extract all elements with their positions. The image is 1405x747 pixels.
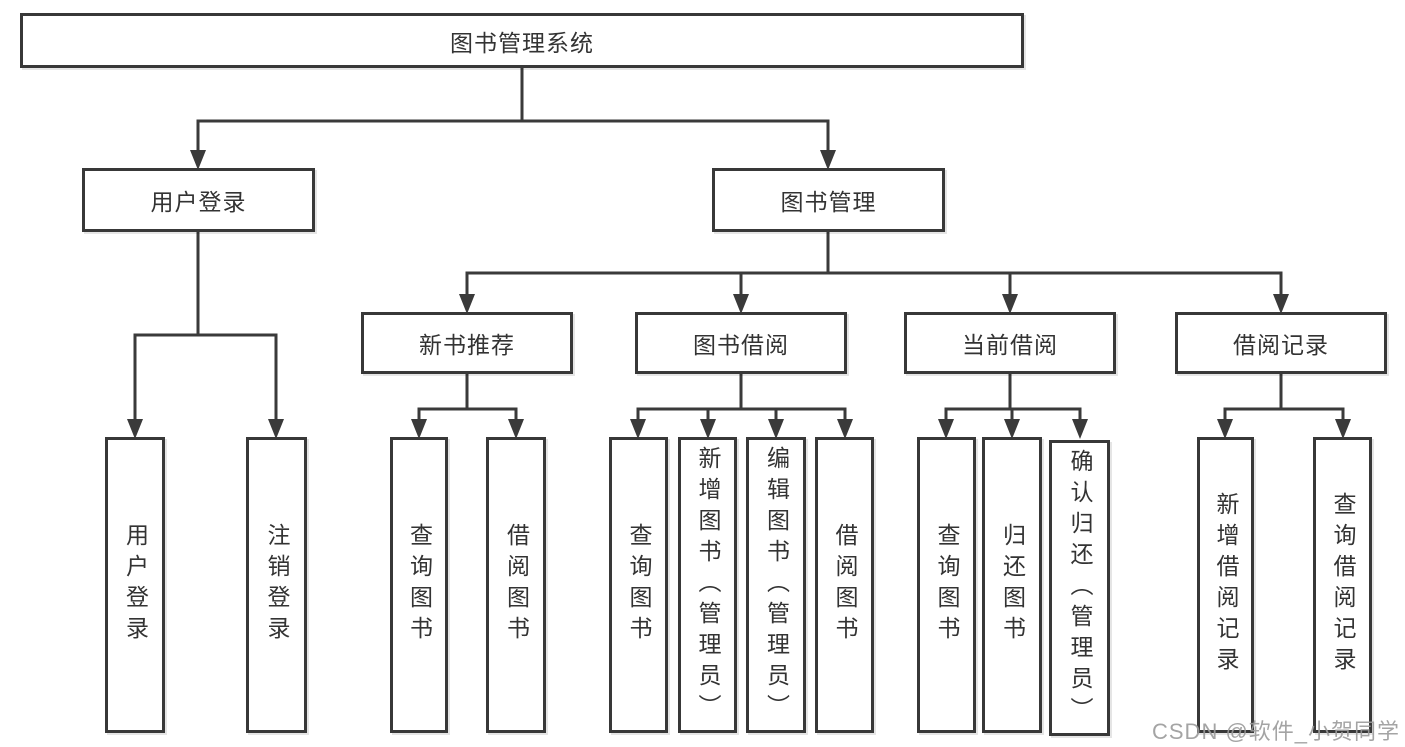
node-label: 归还图书 [999, 523, 1026, 647]
leaf-add-borrow-record: 新增借阅记录 [1197, 437, 1254, 733]
leaf-query-borrow-record: 查询借阅记录 [1313, 437, 1372, 733]
node-new-book-recommendation: 新书推荐 [361, 312, 573, 374]
node-label: 借阅图书 [832, 523, 858, 647]
node-book-borrowing: 图书借阅 [635, 312, 847, 374]
leaf-borrow-books-recommend: 借阅图书 [486, 437, 546, 733]
node-label: 借阅图书 [503, 523, 530, 647]
leaf-add-books-admin: 新增图书（管理员） [678, 437, 737, 733]
leaf-return-books: 归还图书 [982, 437, 1042, 733]
node-label: 用户登录 [122, 523, 149, 647]
node-label: 用户登录 [150, 189, 247, 215]
node-label: 查询图书 [406, 523, 433, 647]
node-label: 注销登录 [264, 523, 290, 647]
leaf-borrow-books: 借阅图书 [815, 437, 874, 733]
node-label: 图书管理系统 [450, 29, 594, 56]
leaf-logout-login: 注销登录 [246, 437, 307, 733]
node-label: 借阅记录 [1233, 332, 1329, 358]
node-label: 当前借阅 [962, 332, 1058, 358]
node-label: 确认归还（管理员） [1067, 448, 1093, 728]
node-label: 编辑图书（管理员） [763, 445, 790, 725]
node-book-management: 图书管理 [712, 168, 945, 232]
leaf-query-books-recommend: 查询图书 [390, 437, 448, 733]
node-label: 新增图书（管理员） [695, 445, 721, 725]
watermark: CSDN @软件_小贺同学 [1152, 719, 1401, 744]
node-label: 查询借阅记录 [1330, 492, 1356, 678]
node-label: 查询图书 [626, 523, 652, 647]
node-borrowing-records: 借阅记录 [1175, 312, 1387, 374]
node-label: 新增借阅记录 [1213, 492, 1239, 678]
node-current-borrowing: 当前借阅 [904, 312, 1116, 374]
node-label: 查询图书 [934, 523, 960, 647]
leaf-user-login: 用户登录 [105, 437, 165, 733]
node-label: 图书管理 [780, 189, 877, 215]
leaf-query-books-current: 查询图书 [917, 437, 976, 733]
node-label: 新书推荐 [419, 332, 515, 358]
leaf-edit-books-admin: 编辑图书（管理员） [746, 437, 806, 733]
leaf-query-books-borrowing: 查询图书 [609, 437, 668, 733]
node-user-login: 用户登录 [82, 168, 315, 232]
node-label: 图书借阅 [693, 332, 789, 358]
node-library-system: 图书管理系统 [20, 13, 1024, 68]
leaf-confirm-return-admin: 确认归还（管理员） [1049, 440, 1110, 736]
